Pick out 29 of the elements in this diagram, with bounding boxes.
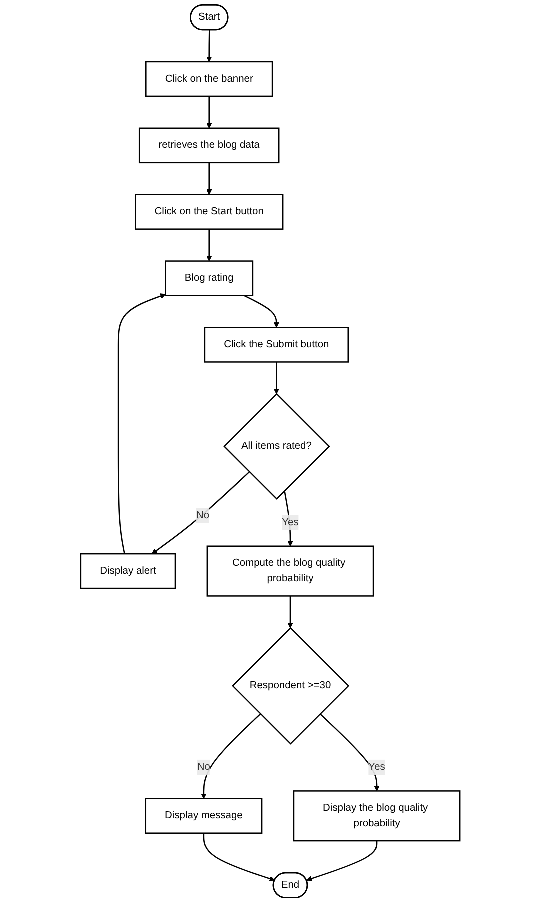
arrow (206, 96, 212, 129)
node-box: Display the blog quality probability (293, 790, 461, 842)
arrow (288, 596, 294, 628)
arrow (320, 714, 380, 792)
arrow (306, 841, 378, 882)
edge-label: No (197, 762, 210, 773)
arrow (201, 714, 262, 800)
arrow (274, 362, 280, 394)
arrow (284, 490, 294, 547)
node-box: retrieves the blog data (138, 128, 280, 164)
node-diamond: All items rated? (224, 393, 330, 500)
edge-label: Yes (368, 762, 386, 773)
node-box: Display alert (80, 553, 176, 590)
node-diamond: Respondent >=30 (232, 627, 350, 745)
edge-label: No (196, 510, 210, 521)
arrow (203, 833, 276, 882)
arrow (244, 295, 280, 328)
arrow (206, 30, 212, 62)
edge-label: Yes (282, 516, 299, 528)
node-box: Compute the blog quality probability (206, 546, 374, 597)
node-box: Click the Submit button (204, 327, 350, 363)
node-box: Click on the Start button (135, 194, 284, 230)
arrow (118, 294, 166, 554)
node-box: Click on the banner (146, 61, 274, 98)
node-box: Display message (145, 798, 263, 834)
arrow (152, 472, 250, 554)
node-box: Blog rating (165, 260, 254, 296)
arrow (206, 229, 212, 262)
arrow (206, 162, 212, 196)
